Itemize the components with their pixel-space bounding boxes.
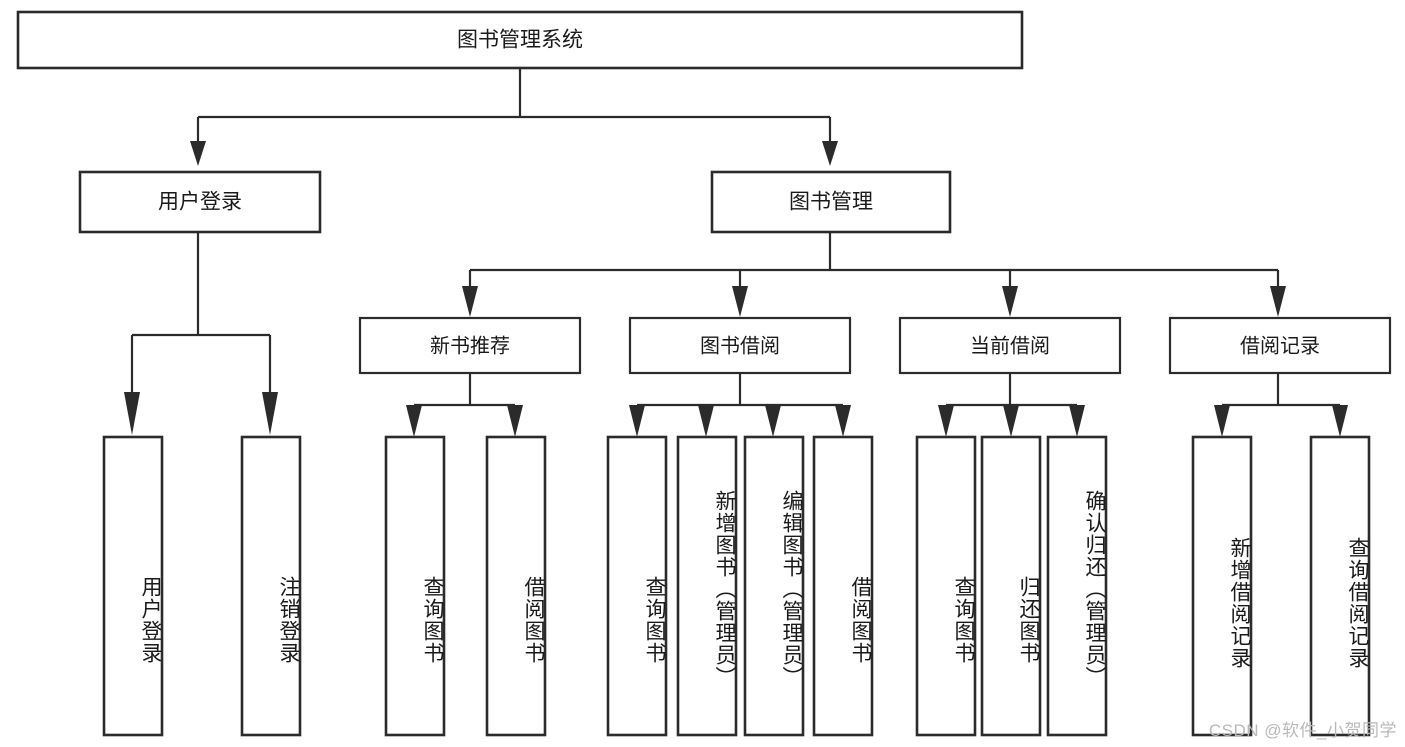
leaf-box-user-login-1[interactable] (102, 435, 164, 737)
node-root[interactable]: 图书管理系统 (16, 10, 1024, 70)
arrowhead-book-borrow (732, 286, 748, 317)
csdn-watermark: CSDN @软件_小贺同学 (1208, 721, 1397, 740)
arrowhead-borrow-leaf3 (765, 405, 781, 437)
node-root-box[interactable] (16, 10, 1024, 70)
node-user-login-box[interactable] (78, 170, 322, 234)
leaf-box-current-1[interactable] (915, 435, 977, 737)
leaf-box-recommend-1[interactable] (384, 435, 446, 737)
node-current-borrow-box[interactable] (898, 316, 1122, 375)
node-book-manage-label: 图书管理 (789, 191, 873, 214)
node-borrow-record-box[interactable] (1168, 316, 1392, 375)
node-current-borrow-label: 当前借阅 (970, 334, 1050, 357)
node-borrow-record[interactable]: 借阅记录 (1168, 316, 1392, 375)
arrowhead-user-login (190, 141, 206, 166)
arrowhead-borrow-leaf2 (698, 405, 714, 437)
leaf-box-user-login-2[interactable] (240, 435, 302, 737)
arrowhead-current-borrow (1002, 286, 1018, 317)
leaf-box-borrow-2[interactable] (676, 435, 738, 737)
arrowhead-borrow-leaf1 (629, 405, 645, 437)
arrowhead-current-leaf2 (1003, 405, 1019, 437)
arrowhead-userlogin-leaf1 (124, 392, 140, 435)
arrowhead-record-leaf2 (1332, 405, 1348, 437)
node-book-manage[interactable]: 图书管理 (710, 170, 952, 234)
node-current-borrow[interactable]: 当前借阅 (898, 316, 1122, 375)
node-book-borrow-box[interactable] (628, 316, 852, 375)
leaf-box-record-1[interactable] (1191, 435, 1253, 737)
arrowhead-record-leaf1 (1214, 405, 1230, 437)
node-root-label: 图书管理系统 (457, 29, 583, 52)
node-new-book-recommend-box[interactable] (358, 316, 582, 375)
arrowhead-current-leaf1 (938, 405, 954, 437)
node-book-manage-box[interactable] (710, 170, 952, 234)
leaf-box-recommend-2[interactable] (485, 435, 547, 737)
node-user-login-label: 用户登录 (158, 191, 242, 214)
arrowhead-new-book-recommend (462, 286, 478, 317)
node-book-borrow-label: 图书借阅 (700, 334, 780, 357)
leaf-box-current-3[interactable] (1046, 435, 1108, 737)
arrowhead-borrow-record (1270, 286, 1286, 317)
leaf-box-borrow-4[interactable] (812, 435, 874, 737)
node-borrow-record-label: 借阅记录 (1240, 334, 1320, 357)
node-new-book-recommend[interactable]: 新书推荐 (358, 316, 582, 375)
connectors (124, 68, 1348, 437)
node-book-borrow[interactable]: 图书借阅 (628, 316, 852, 375)
node-new-book-recommend-label: 新书推荐 (430, 334, 510, 357)
arrowhead-book-manage (822, 141, 838, 166)
leaf-box-borrow-3[interactable] (743, 435, 805, 737)
arrowhead-recommend-leaf2 (507, 405, 523, 437)
arrowhead-borrow-leaf4 (835, 405, 851, 437)
leaf-box-record-2[interactable] (1309, 435, 1371, 737)
leaf-box-current-2[interactable] (980, 435, 1042, 737)
node-user-login[interactable]: 用户登录 (78, 170, 322, 234)
arrowhead-current-leaf3 (1069, 405, 1085, 437)
arrowhead-userlogin-leaf2 (262, 392, 278, 435)
leaf-box-borrow-1[interactable] (606, 435, 668, 737)
arrowhead-recommend-leaf1 (406, 405, 422, 437)
